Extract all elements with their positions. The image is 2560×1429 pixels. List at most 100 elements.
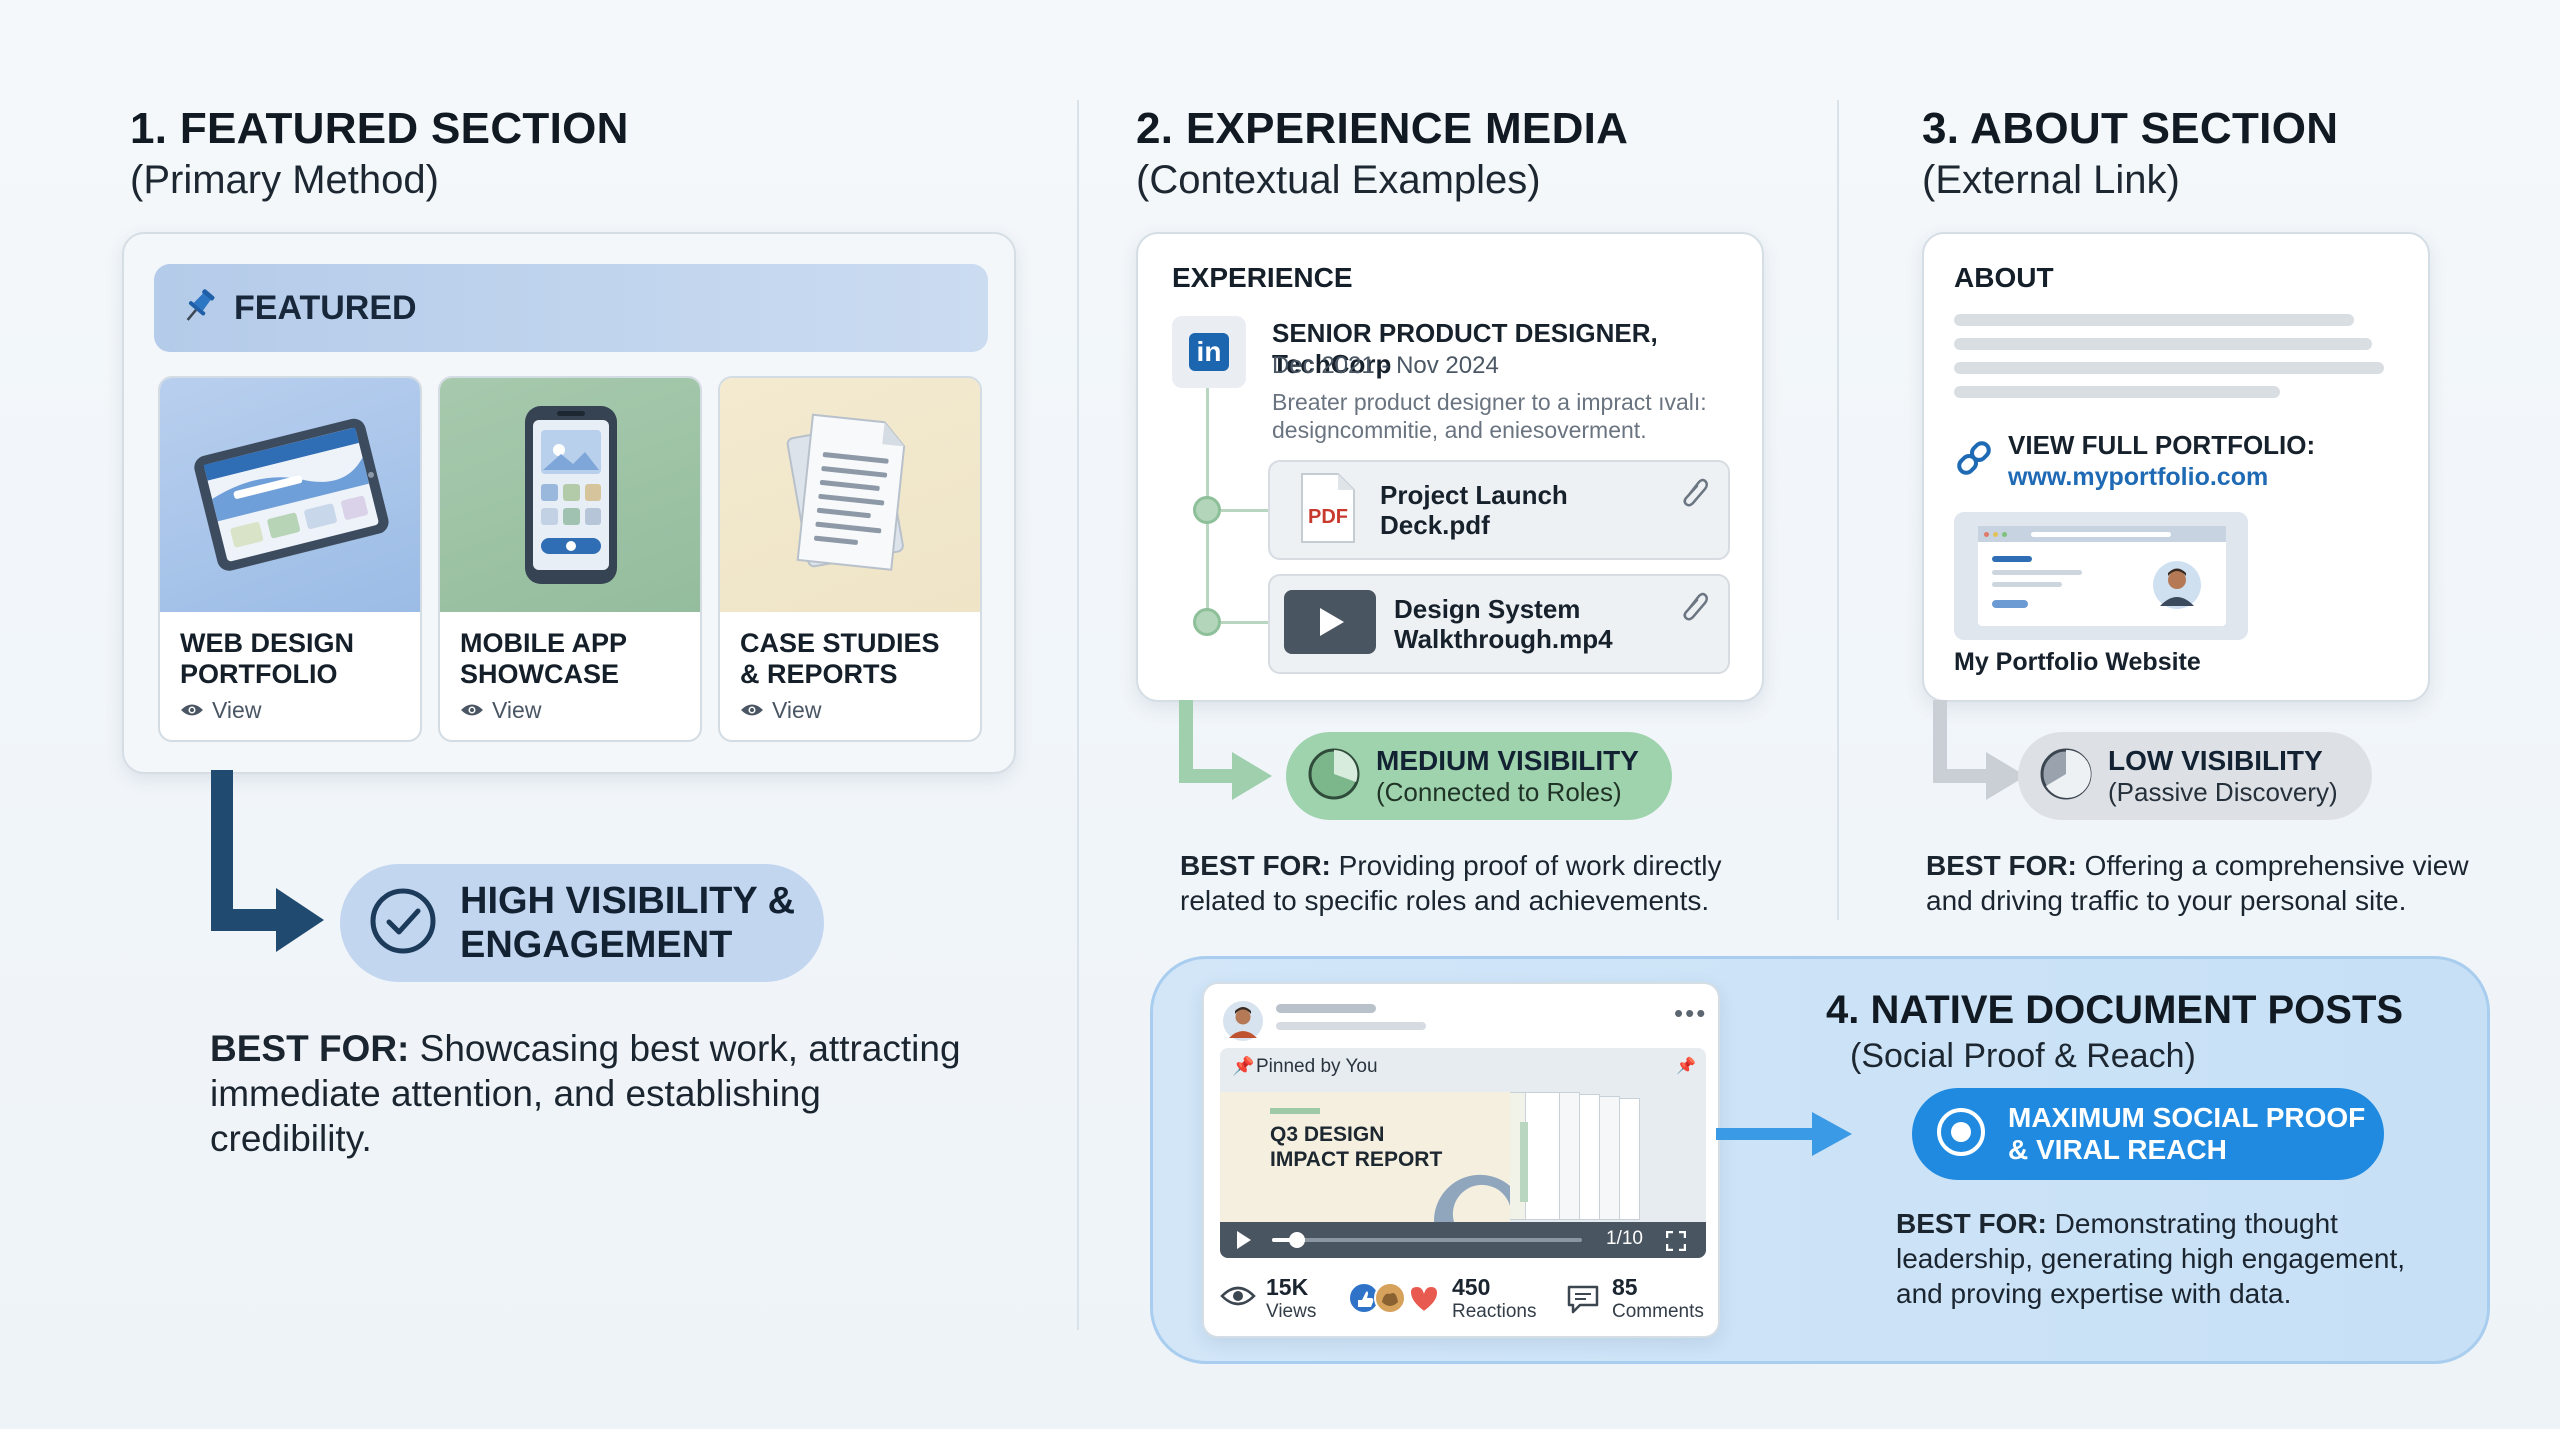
tile-name-line2: SHOWCASE <box>460 659 620 689</box>
best-for-text: Offering a comprehensive view and drivin… <box>1926 850 2469 916</box>
document-title: Q3 DESIGN IMPACT REPORT <box>1270 1122 1442 1172</box>
elbow-arrow-medium <box>1179 700 1272 800</box>
best-for-label: BEST FOR: <box>1896 1208 2047 1239</box>
donut-graphic <box>1433 1174 1510 1222</box>
tile-name-line2: & REPORTS <box>740 659 898 689</box>
attachment-name-line1: Project Launch <box>1380 480 1568 510</box>
placeholder-name <box>1276 1004 1376 1013</box>
pdf-file-icon: PDF <box>1298 472 1356 549</box>
section3-title: 3. ABOUT SECTION <box>1922 104 2339 153</box>
section4-title: 4. NATIVE DOCUMENT POSTS <box>1826 988 2404 1032</box>
pie-gauge-icon <box>2038 746 2094 807</box>
low-pill-title: LOW VISIBILITY <box>2108 745 2323 776</box>
page-counter: 1/10 <box>1606 1228 1643 1249</box>
featured-bar-label: FEATURED <box>234 288 417 327</box>
about-card: ABOUT VIEW FULL PORTFOLIO: www.myportfol… <box>1922 232 2430 702</box>
medium-pill-title: MEDIUM VISIBILITY <box>1376 745 1639 776</box>
attachment-video[interactable]: Design System Walkthrough.mp4 <box>1268 574 1730 674</box>
section2-best-for: BEST FOR: Providing proof of work direct… <box>1180 848 1780 918</box>
views-stat: 15K Views <box>1266 1274 1316 1323</box>
linkedin-icon: in <box>1189 333 1229 371</box>
timeline-node <box>1193 496 1221 524</box>
preview-browser <box>1978 526 2226 626</box>
tile-view-link[interactable]: View <box>180 697 261 724</box>
tile-view-label: View <box>772 697 822 723</box>
link-url[interactable]: www.myportfolio.com <box>2008 463 2269 491</box>
reactions-count: 450 <box>1452 1274 1491 1300</box>
best-for-label: BEST FOR: <box>1926 850 2077 881</box>
views-label: Views <box>1266 1301 1317 1322</box>
attachment-name-line2: Deck.pdf <box>1380 510 1490 540</box>
video-play-icon <box>1284 589 1376 659</box>
play-icon[interactable] <box>1236 1230 1252 1255</box>
best-for-text: Demonstrating thought leadership, genera… <box>1896 1208 2406 1309</box>
tile-view-link[interactable]: View <box>460 697 541 724</box>
document-title-line1: Q3 DESIGN <box>1270 1123 1385 1146</box>
description-line2: designcommitie, and eniesoverment. <box>1272 417 1647 443</box>
attachment-name-line2: Walkthrough.mp4 <box>1394 624 1613 654</box>
tile-name-line2: PORTFOLIO <box>180 659 338 689</box>
medium-visibility-pill: MEDIUM VISIBILITY (Connected to Roles) <box>1286 732 1672 820</box>
document-carousel[interactable]: 📌 Pinned by You 📌 Q3 DESIGN IMPACT REPOR… <box>1220 1048 1706 1258</box>
tile-view-link[interactable]: View <box>740 697 821 724</box>
featured-card: FEATURED <box>122 232 1016 774</box>
experience-card: EXPERIENCE in SENIOR PRODUCT DESIGNER, T… <box>1136 232 1764 702</box>
experience-heading: EXPERIENCE <box>1172 262 1353 293</box>
avatar <box>2152 560 2202 615</box>
portfolio-preview[interactable] <box>1954 512 2248 640</box>
tile-thumbnail <box>440 378 700 612</box>
more-options-icon[interactable]: ••• <box>1674 998 1708 1028</box>
phone-icon <box>515 398 625 593</box>
arrow-to-max-pill <box>1716 1112 1852 1156</box>
tile-thumbnail <box>160 378 420 612</box>
section1-subtitle: (Primary Method) <box>130 158 439 202</box>
timeline-connector <box>1221 509 1268 512</box>
timeline-connector <box>1221 621 1268 624</box>
section4-header: 4. NATIVE DOCUMENT POSTS (Social Proof &… <box>1826 988 2403 1076</box>
section2-header: 2. EXPERIENCE MEDIA (Contextual Examples… <box>1136 104 1628 203</box>
tile-thumbnail <box>720 378 980 612</box>
reactions-label: Reactions <box>1452 1301 1537 1322</box>
portfolio-link[interactable]: VIEW FULL PORTFOLIO: www.myportfolio.com <box>2008 430 2315 492</box>
description-line1: Breater product designer to a impract ıv… <box>1272 389 1707 415</box>
comments-stat: 85 Comments <box>1612 1274 1704 1323</box>
tile-name: WEB DESIGN PORTFOLIO <box>160 612 420 690</box>
featured-tile-mobile-app[interactable]: MOBILE APP SHOWCASE View <box>438 376 702 742</box>
pin-icon: 📌 <box>1676 1058 1696 1075</box>
about-heading: ABOUT <box>1954 262 2054 293</box>
featured-tile-web-design[interactable]: WEB DESIGN PORTFOLIO View <box>158 376 422 742</box>
check-circle-icon <box>368 886 438 961</box>
text-placeholder-line <box>1954 314 2354 326</box>
attachment-pdf[interactable]: PDF Project Launch Deck.pdf <box>1268 460 1730 560</box>
divider-2 <box>1837 100 1839 920</box>
fullscreen-icon[interactable] <box>1665 1230 1687 1256</box>
eye-icon <box>460 697 484 724</box>
tile-name: MOBILE APP SHOWCASE <box>440 612 700 690</box>
preview-browser-bar <box>1978 526 2226 542</box>
divider-1 <box>1077 100 1079 1330</box>
page-stack <box>1490 1092 1690 1222</box>
section3-best-for: BEST FOR: Offering a comprehensive view … <box>1926 848 2486 918</box>
job-description: Breater product designer to a impract ıv… <box>1272 388 1707 444</box>
progress-fill <box>1272 1238 1297 1242</box>
link-label: VIEW FULL PORTFOLIO: <box>2008 430 2316 460</box>
progress-track[interactable] <box>1272 1238 1582 1242</box>
max-social-proof-pill: MAXIMUM SOCIAL PROOF & VIRAL REACH <box>1912 1088 2384 1180</box>
pinned-label: Pinned by You <box>1256 1056 1378 1077</box>
tile-view-label: View <box>492 697 542 723</box>
pushpin-icon <box>178 285 220 332</box>
medium-pill-subtitle: (Connected to Roles) <box>1376 777 1622 807</box>
progress-knob[interactable] <box>1288 1232 1305 1248</box>
tablet-icon <box>185 408 395 583</box>
preview-caption: My Portfolio Website <box>1954 648 2201 676</box>
text-placeholder-line <box>1954 338 2372 350</box>
max-pill-line1: MAXIMUM SOCIAL PROOF <box>2008 1102 2366 1133</box>
high-pill-line1: HIGH VISIBILITY & <box>460 880 796 922</box>
featured-tile-case-studies[interactable]: CASE STUDIES & REPORTS View <box>718 376 982 742</box>
featured-bar: FEATURED <box>154 264 988 352</box>
pin-icon: 📌 <box>1232 1056 1255 1076</box>
paperclip-icon <box>1680 590 1710 627</box>
document-title-line2: IMPACT REPORT <box>1270 1148 1443 1171</box>
high-visibility-pill: HIGH VISIBILITY & ENGAGEMENT <box>340 864 824 982</box>
max-pill-line2: & VIRAL REACH <box>2008 1134 2227 1165</box>
